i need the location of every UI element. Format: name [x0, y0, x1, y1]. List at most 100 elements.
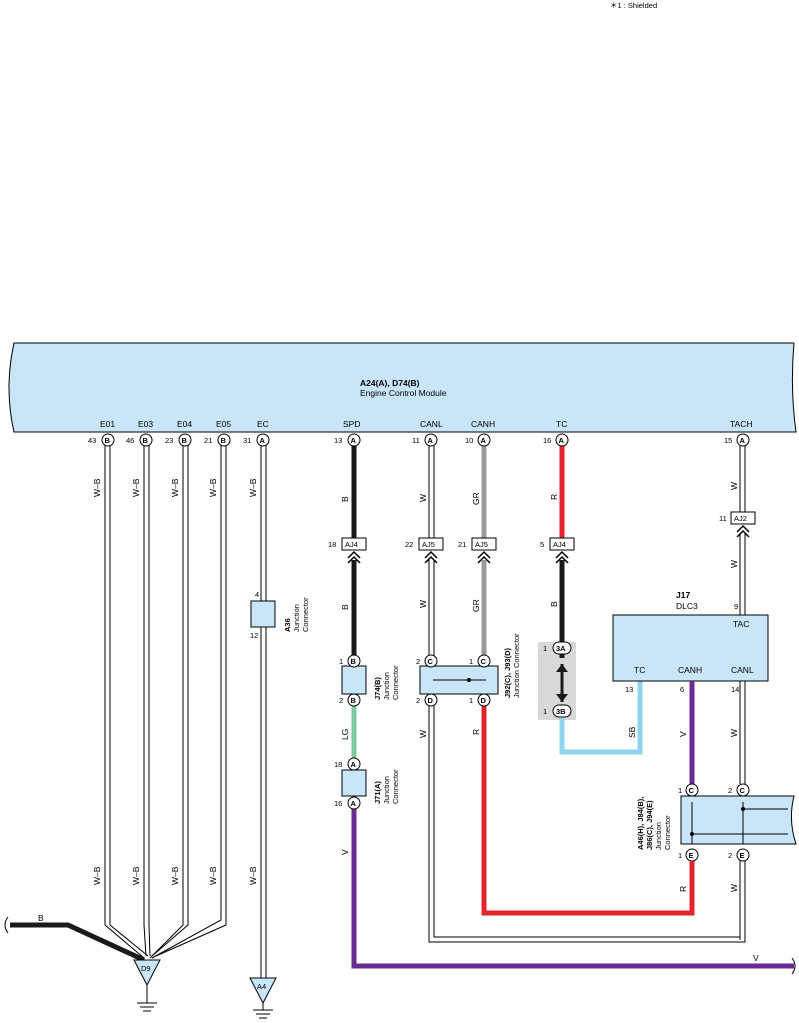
- wire-color-a46-r: R: [678, 886, 688, 892]
- aj5-canh-pin: 21: [458, 540, 466, 549]
- wire-color-ec-bot: W–B: [248, 866, 258, 885]
- ground-wires: [104, 445, 267, 978]
- a46-label1: Junction: [654, 822, 663, 850]
- wire-color-v-bottom: V: [753, 953, 759, 963]
- pin-num-e03: 46: [126, 436, 134, 445]
- j92-canl-bot-pin: 2: [416, 696, 420, 705]
- j92-canl-top-letter: C: [428, 657, 434, 666]
- a46-canl-bot-pin: 2: [728, 851, 732, 860]
- shield-3a-pin: 1: [543, 644, 547, 653]
- j74-id: J74(B): [373, 677, 382, 700]
- aj4-tc-label: AJ4: [553, 540, 566, 549]
- shield-3a-letter: 3A: [556, 644, 566, 653]
- dlc3-pin-14: 14: [731, 685, 739, 694]
- j92-canh-top-pin: 1: [469, 657, 473, 666]
- ground-d9: D9: [133, 959, 161, 1012]
- tach-wire: [739, 446, 746, 615]
- pin-num-e05: 21: [204, 436, 212, 445]
- j71-bot-letter: A: [351, 799, 357, 808]
- a46-canh-bot-pin: 1: [678, 851, 682, 860]
- pin-letter-e01: B: [105, 436, 111, 445]
- j71-bot-pin: 16: [334, 799, 342, 808]
- wire-color-dlc-w: W: [729, 729, 739, 737]
- dlc3-canl-wire: [739, 681, 746, 784]
- wire-color-e05-top: W–B: [208, 478, 218, 497]
- shielded-note: ＊1 : Shielded: [610, 1, 657, 10]
- dlc3-id: J17: [676, 590, 690, 600]
- terminal-tach: TACH: [730, 419, 753, 429]
- dlc3-tac: TAC: [733, 619, 749, 629]
- a36-label1: Junction: [292, 604, 301, 632]
- j71-id: J71(A): [373, 781, 382, 804]
- dlc3-tc: TC: [634, 665, 645, 675]
- wire-color-spd-v: V: [340, 849, 350, 855]
- aj5-canl-label: AJ5: [422, 540, 435, 549]
- inline-connectors: AJ4 18 AJ5 22 AJ5 21 AJ4 5 AJ2 11: [328, 511, 756, 564]
- shield-arrow-down: [556, 694, 568, 702]
- pin-num-tach: 15: [724, 436, 732, 445]
- terminal-spd: SPD: [343, 419, 360, 429]
- pin-num-e04: 23: [165, 436, 173, 445]
- aj2-label: AJ2: [734, 514, 747, 523]
- wire-color-tc-b: B: [549, 601, 559, 607]
- j92-canl-bot-letter: D: [428, 696, 434, 705]
- aj5-canl-pin: 22: [405, 540, 413, 549]
- pin-letter-tc: A: [559, 436, 565, 445]
- a36-pin-12: 12: [250, 631, 258, 640]
- j92-canl-top-pin: 2: [416, 657, 420, 666]
- ecm-pins: B 43 B 46 B 23 B 21 A 31 A 13 A 11 A 10 …: [88, 433, 750, 447]
- j92-id: J92(C), J93(D): [503, 647, 512, 698]
- break-mark-right-v: [791, 957, 796, 975]
- wire-color-tach-1: W: [729, 482, 739, 490]
- wire-color-e03-bot: W–B: [131, 866, 141, 885]
- a46-canh-top-pin: 1: [678, 786, 682, 795]
- wire-color-e01-top: W–B: [92, 478, 102, 497]
- wire-color-tach-2: W: [729, 560, 739, 568]
- ground-a4-label: A4: [257, 982, 266, 991]
- dlc3-pin-6: 6: [680, 685, 684, 694]
- j92-canh-top-letter: C: [481, 657, 487, 666]
- spd-wire-v: [351, 809, 794, 969]
- ecm-subtitle: Engine Control Module: [360, 388, 447, 398]
- dlc3-canh: CANH: [678, 665, 702, 675]
- wire-color-canl-1: W: [418, 494, 428, 502]
- shield-3b-pin: 1: [543, 707, 547, 716]
- j74-bot-pin: 2: [339, 696, 343, 705]
- dlc3-pin-9: 9: [734, 602, 738, 611]
- aj5-canh-label: AJ5: [475, 540, 488, 549]
- pin-num-canh: 10: [465, 436, 473, 445]
- terminal-canh: CANH: [471, 419, 495, 429]
- a46-canl-bot-letter: E: [740, 851, 745, 860]
- terminal-e01: E01: [100, 419, 115, 429]
- wire-color-canh-gr1: GR: [471, 492, 481, 505]
- j74-junction: [341, 665, 367, 695]
- aj4-spd-pin: 18: [328, 540, 336, 549]
- a46-canh-bot-letter: E: [689, 851, 694, 860]
- ground-a4: A4: [249, 977, 277, 1019]
- wire-color-canl-2: W: [418, 600, 428, 608]
- pin-num-e01: 43: [88, 436, 96, 445]
- wire-color-dlc-v: V: [678, 731, 688, 737]
- j92-canh-bot-pin: 1: [469, 696, 473, 705]
- wire-color-e03-top: W–B: [131, 478, 141, 497]
- pin-num-tc: 16: [543, 436, 551, 445]
- ground-d9-label: D9: [141, 964, 151, 973]
- a36-junction: [250, 600, 276, 628]
- pin-letter-canh: A: [481, 436, 487, 445]
- j74-label1: Junction: [382, 672, 391, 700]
- j74-label2: Connector: [391, 665, 400, 700]
- ecm-module-box: [8, 342, 797, 433]
- b-ground-wire: [10, 922, 146, 963]
- shield-3b-letter: 3B: [556, 707, 566, 716]
- wire-color-e01-bot: W–B: [92, 866, 102, 885]
- a36-label2: Connector: [301, 597, 310, 632]
- wire-color-a46-w: W: [729, 884, 739, 892]
- shield-arrow-up: [556, 664, 568, 672]
- pin-num-canl: 11: [412, 436, 420, 445]
- a46-id: A46(H), J84(B),: [636, 797, 645, 850]
- pin-letter-e05: B: [221, 436, 227, 445]
- aj2-pin: 11: [719, 514, 727, 523]
- j71-label2: Connector: [391, 769, 400, 804]
- wire-color-tc-sb: SB: [627, 726, 637, 738]
